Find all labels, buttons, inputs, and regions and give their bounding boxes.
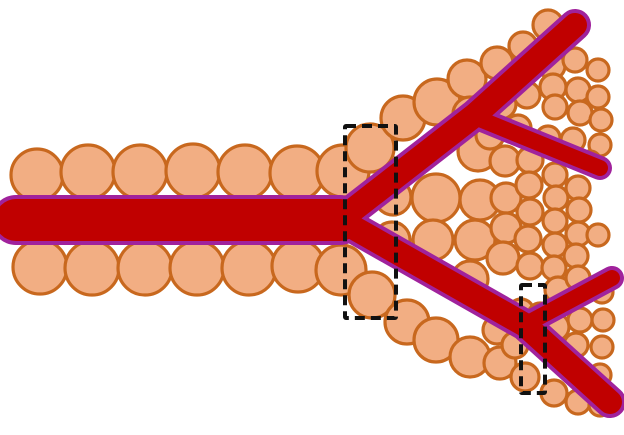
cell-9 <box>65 241 119 295</box>
cell-44 <box>515 226 541 252</box>
cell-8 <box>13 240 67 294</box>
cell-43 <box>517 199 543 225</box>
cell-4 <box>166 144 220 198</box>
cell-5 <box>218 145 272 199</box>
cell-22 <box>412 174 460 222</box>
cell-61 <box>566 176 590 200</box>
cell-50 <box>543 95 567 119</box>
cell-75 <box>591 336 613 358</box>
cell-3 <box>113 145 167 199</box>
cell-64 <box>564 244 588 268</box>
cell-1 <box>11 149 63 201</box>
cell-74 <box>592 309 614 331</box>
cell-37 <box>487 242 519 274</box>
cell-42 <box>516 172 542 198</box>
cell-11 <box>170 241 224 295</box>
cell-10 <box>118 241 172 295</box>
cell-52 <box>544 186 568 210</box>
cell-69 <box>587 86 609 108</box>
cell-2 <box>61 145 115 199</box>
cell-53 <box>543 209 567 233</box>
cell-62 <box>567 198 591 222</box>
cell-12 <box>222 241 276 295</box>
cell-68 <box>587 59 609 81</box>
cell-72 <box>587 224 609 246</box>
cell-45 <box>517 253 543 279</box>
cell-46 <box>511 363 539 391</box>
cell-51 <box>543 163 567 187</box>
cell-70 <box>590 109 612 131</box>
